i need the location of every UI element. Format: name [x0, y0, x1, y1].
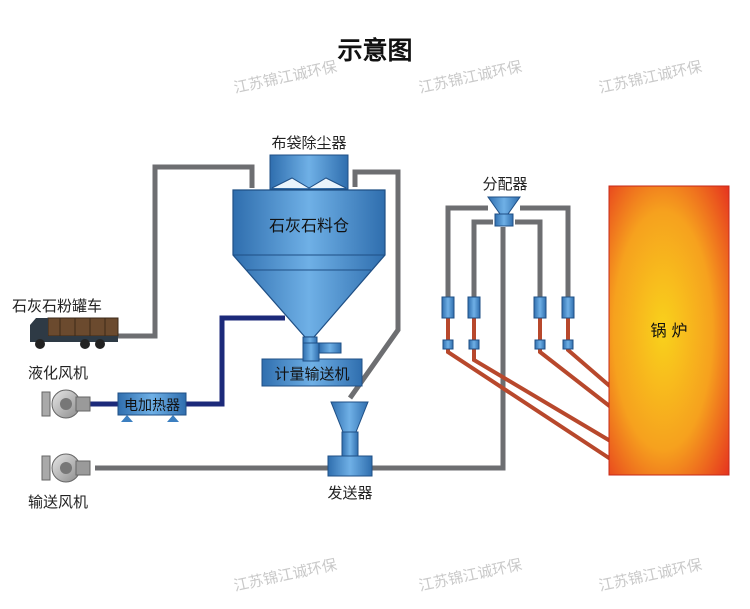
metering-conveyor	[261, 342, 363, 387]
conveying-fan-icon	[41, 453, 91, 483]
truck-icon	[30, 317, 119, 349]
distributor	[487, 196, 521, 227]
sender	[327, 401, 373, 477]
watermark: 江苏锦江诚环保	[417, 555, 523, 594]
feed-valve	[562, 339, 574, 350]
feed-valve	[442, 339, 454, 350]
feed-valves	[441, 296, 575, 350]
distributor-label: 分配器	[482, 175, 527, 193]
conveying-pipe	[95, 227, 506, 471]
limestone-silo	[232, 189, 386, 350]
feed-line	[472, 316, 614, 444]
heated-air-pipe	[185, 315, 285, 407]
feed-valve	[468, 339, 480, 350]
distributor-manifold	[445, 205, 571, 297]
sender-label: 发送器	[327, 484, 372, 502]
air-pipes	[95, 164, 571, 471]
page-title: 示意图	[337, 36, 412, 65]
feed-valve	[441, 296, 455, 319]
bag-filter-label: 布袋除尘器	[271, 134, 346, 152]
liquefied-fan-icon	[41, 389, 91, 419]
boiler-label: 锅 炉	[650, 321, 687, 340]
watermark: 江苏锦江诚环保	[597, 555, 703, 594]
watermark: 江苏锦江诚环保	[232, 555, 338, 594]
feed-valve	[467, 296, 481, 319]
truck-feed-pipe	[118, 164, 255, 339]
boiler	[608, 185, 730, 476]
metering-label: 计量输送机	[274, 365, 349, 383]
liquefied-fan-label: 液化风机	[28, 364, 88, 382]
feed-line	[446, 316, 614, 462]
truck-label: 石灰石粉罐车	[12, 297, 102, 315]
feed-valve	[561, 296, 575, 319]
boiler-feed-lines	[446, 316, 614, 462]
watermark: 江苏锦江诚环保	[597, 57, 703, 96]
feed-line	[566, 316, 614, 390]
silo-label: 石灰石料仓	[269, 216, 349, 235]
bag-filter	[269, 154, 349, 190]
feed-line	[538, 316, 614, 410]
watermark: 江苏锦江诚环保	[232, 57, 338, 96]
heater-label: 电加热器	[124, 398, 180, 414]
conveying-fan-label: 输送风机	[28, 493, 88, 511]
silo-vent-pipe	[347, 169, 401, 400]
feed-valve	[533, 296, 547, 319]
feed-valve	[534, 339, 546, 350]
electric-heater	[117, 392, 187, 422]
watermark: 江苏锦江诚环保	[417, 57, 523, 96]
